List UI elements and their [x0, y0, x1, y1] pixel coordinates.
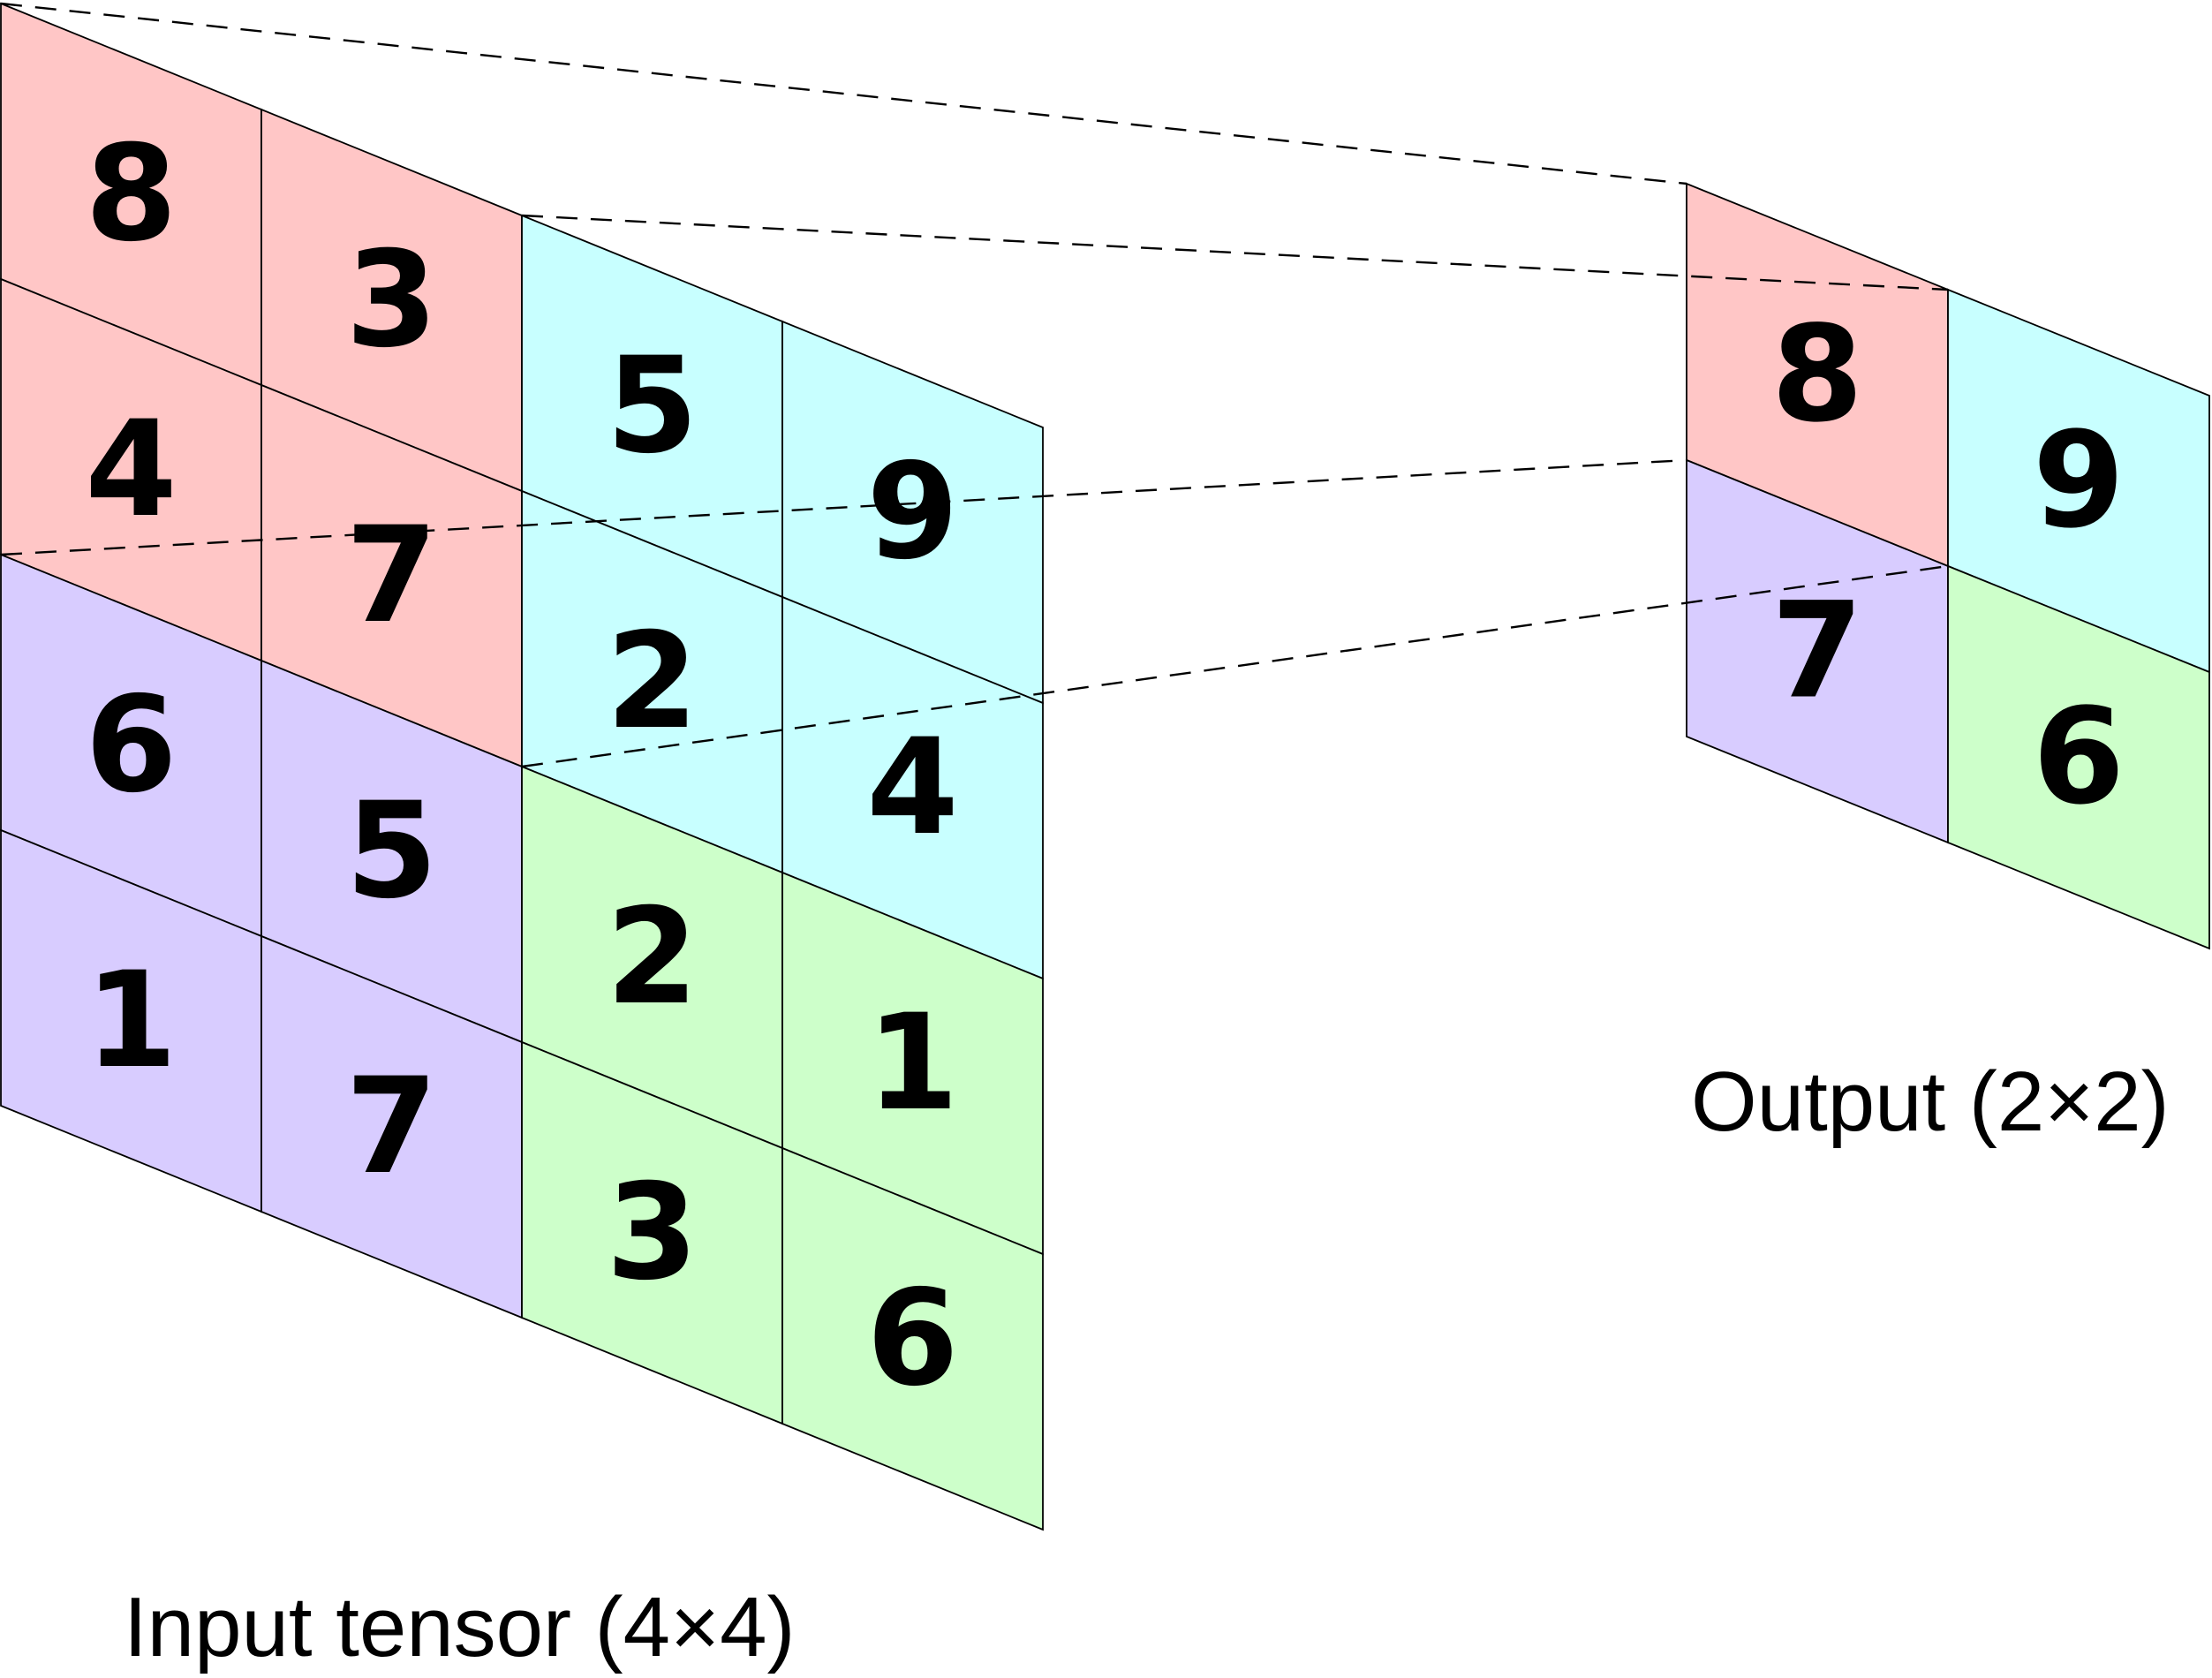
input-value-r0-c3: 9	[866, 435, 958, 589]
input-value-r3-c1: 7	[345, 1050, 437, 1204]
output-value-r1-c1: 6	[2033, 681, 2125, 835]
output-label: Output (2×2)	[1691, 1054, 2170, 1149]
input-value-r2-c1: 5	[345, 775, 437, 928]
output-value-r1-c0: 7	[1771, 575, 1863, 729]
input-value-r2-c3: 1	[866, 986, 958, 1140]
input-cell-r3-c3	[781, 1146, 1044, 1531]
output-grid: 8 9 7 6	[1686, 182, 2210, 950]
input-tensor-label: Input tensor (4×4)	[124, 1580, 795, 1674]
pooling-connectors	[0, 2, 1949, 768]
input-value-r3-c2: 3	[606, 1156, 698, 1310]
output-value-r0-c1: 9	[2033, 404, 2125, 558]
connector-line-1	[0, 2, 1687, 185]
connector-line-3	[0, 458, 1687, 556]
output-cell-r1-c1	[1947, 564, 2210, 950]
output-value-r0-c0: 8	[1771, 299, 1863, 452]
input-value-r0-c1: 3	[345, 223, 437, 377]
input-value-r3-c0: 1	[85, 944, 177, 1098]
input-value-r1-c2: 2	[606, 605, 698, 759]
input-value-r1-c1: 7	[345, 499, 437, 653]
connector-line-2	[521, 214, 1949, 291]
input-value-r2-c0: 6	[85, 669, 177, 822]
input-value-r1-c0: 4	[85, 393, 177, 547]
input-value-r3-c3: 6	[866, 1262, 958, 1416]
input-value-r2-c2: 2	[606, 881, 698, 1034]
input-value-r1-c3: 4	[866, 711, 958, 865]
input-value-r0-c0: 8	[85, 117, 177, 271]
input-value-r0-c2: 5	[606, 329, 698, 483]
